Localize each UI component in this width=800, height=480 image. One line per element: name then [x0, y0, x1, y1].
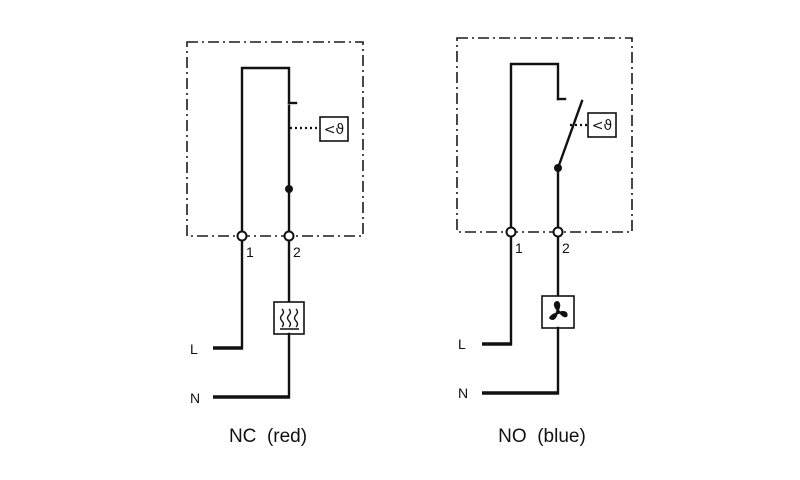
- no-terminal-1-label: 1: [515, 240, 523, 256]
- no-internal-wire: [509, 62, 560, 234]
- nc-terminal-1: [236, 230, 248, 242]
- nc-thermostat-housing: [186, 41, 364, 237]
- no-terminal-1: [505, 226, 517, 238]
- nc-terminal-2-label: 2: [293, 244, 301, 260]
- nc-line-label: L: [190, 341, 198, 357]
- no-terminal-2-label: 2: [562, 240, 570, 256]
- nc-temperature-sensor: [319, 116, 349, 142]
- no-terminal-2: [552, 226, 564, 238]
- no-switch-blade: [556, 99, 584, 170]
- nc-sensor-symbol: <ϑ: [324, 122, 344, 138]
- no-temperature-sensor: [587, 112, 617, 138]
- no-line-label: L: [458, 336, 466, 352]
- no-thermostat-housing: [456, 37, 633, 233]
- nc-caption: NC (red): [229, 426, 307, 447]
- no-diagram: <ϑ 1 2 L N NO (blue): [456, 37, 633, 447]
- fan-icon: [549, 301, 568, 320]
- nc-neutral-label: N: [190, 390, 200, 406]
- heater-icon: [279, 308, 299, 330]
- no-sensor-symbol: <ϑ: [592, 118, 612, 134]
- nc-internal-wire: [240, 66, 291, 238]
- nc-diagram: <ϑ 1 2 L N NC (red): [186, 41, 364, 447]
- nc-terminal-2: [283, 230, 295, 242]
- nc-terminal-1-label: 1: [246, 244, 254, 260]
- no-neutral-label: N: [458, 385, 468, 401]
- no-caption: NO (blue): [498, 426, 586, 447]
